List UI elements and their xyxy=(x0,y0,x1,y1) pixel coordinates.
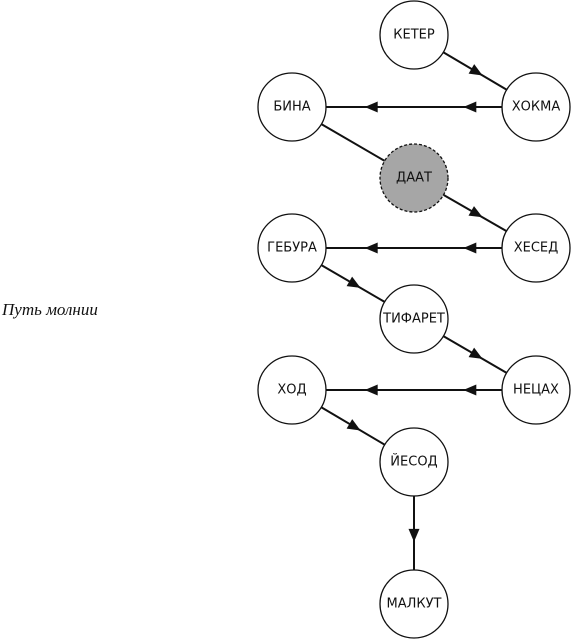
node-circle xyxy=(379,0,449,70)
node-label: ДААТ xyxy=(396,171,432,186)
arrowhead-icon xyxy=(346,419,361,431)
node-hod: ХОД xyxy=(257,355,327,425)
arrowhead-icon xyxy=(346,276,361,288)
node-circle xyxy=(379,427,449,497)
arrowhead-icon xyxy=(468,206,483,218)
node-label: КЕТЕР xyxy=(393,28,435,43)
diagram-caption: Путь молнии xyxy=(2,300,98,319)
arrowhead-icon xyxy=(364,384,378,396)
node-gebura: ГЕБУРА xyxy=(257,213,327,283)
node-circle xyxy=(501,213,571,283)
node-label: ГЕБУРА xyxy=(267,241,317,256)
node-circle xyxy=(257,355,327,425)
node-label: ЙЕСОД xyxy=(390,454,437,470)
node-circle xyxy=(257,213,327,283)
node-circle xyxy=(257,72,327,142)
edge-hesed-gebura xyxy=(326,242,502,254)
node-malkut: МАЛКУТ xyxy=(379,569,449,639)
edge-yesod-malkut xyxy=(408,496,420,570)
node-hokhma: ХОКМА xyxy=(501,72,571,142)
edge-keter-hokhma xyxy=(442,51,508,91)
node-label: ТИФАРЕТ xyxy=(382,312,445,327)
edge-line xyxy=(320,123,386,162)
node-label: ХОКМА xyxy=(512,100,561,115)
node-netsah: НЕЦАХ xyxy=(501,355,571,425)
node-daat: ДААТ xyxy=(379,143,449,213)
arrowhead-icon xyxy=(408,528,420,542)
arrowhead-icon xyxy=(364,242,378,254)
edge-netsah-hod xyxy=(326,384,502,396)
node-tiferet: ТИФАРЕТ xyxy=(379,284,449,354)
node-yesod: ЙЕСОД xyxy=(379,427,449,497)
edge-hokhma-bina xyxy=(326,101,502,113)
node-label: НЕЦАХ xyxy=(513,383,559,398)
edge-gebura-tiferet xyxy=(320,264,386,303)
node-hesed: ХЕСЕД xyxy=(501,213,571,283)
node-label: БИНА xyxy=(273,100,310,115)
edges-layer xyxy=(320,51,508,570)
nodes-layer: КЕТЕР ХОКМА БИНА ДААТ ХЕСЕД ГЕБУРА ТИФАРЕТ НЕЦА… xyxy=(257,0,571,639)
arrowhead-icon xyxy=(468,64,483,76)
node-label: ХЕСЕД xyxy=(514,241,559,256)
node-keter: КЕТЕР xyxy=(379,0,449,70)
arrowhead-icon xyxy=(463,101,477,113)
node-circle xyxy=(379,284,449,354)
node-circle xyxy=(501,355,571,425)
node-circle xyxy=(379,569,449,639)
arrowhead-icon xyxy=(463,384,477,396)
edge-tiferet-netsah xyxy=(442,335,508,374)
edge-hod-yesod xyxy=(320,406,386,446)
node-bina: БИНА xyxy=(257,72,327,142)
edge-daat-hesed xyxy=(442,194,508,232)
node-label: ХОД xyxy=(277,383,306,398)
node-circle xyxy=(379,143,449,213)
node-label: МАЛКУТ xyxy=(387,597,442,612)
arrowhead-icon xyxy=(468,347,483,359)
arrowhead-icon xyxy=(364,101,378,113)
edge-bina-daat xyxy=(320,123,386,162)
arrowhead-icon xyxy=(463,242,477,254)
node-circle xyxy=(501,72,571,142)
